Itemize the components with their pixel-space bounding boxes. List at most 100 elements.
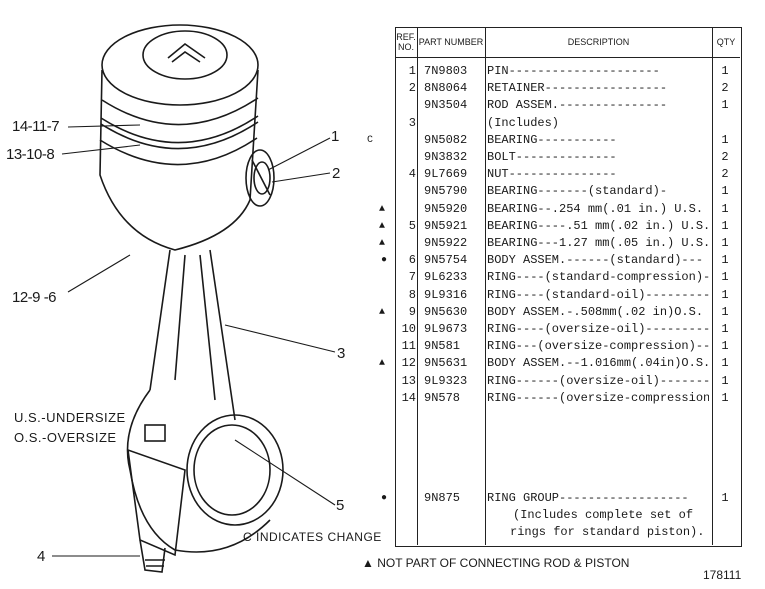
change-note: C INDICATES CHANGE <box>243 530 382 544</box>
description: RING GROUP------------------ <box>487 491 689 505</box>
ring-groove-2 <box>100 115 259 144</box>
ring-group-note-row: (Includes complete set of <box>395 507 740 524</box>
part-number: 9N5921 <box>424 218 468 233</box>
rod-shank <box>149 249 236 421</box>
quantity: 1 <box>721 339 729 354</box>
part-number: 9N5630 <box>424 304 468 319</box>
description: PIN--------------------- <box>487 64 660 78</box>
description: RING------(oversize-oil)------- <box>487 373 709 388</box>
callout-4: 4 <box>37 548 45 565</box>
description: BODY ASSEM.-.508mm(.02 in)O.S. <box>487 304 704 319</box>
change-marker: ● <box>381 255 388 267</box>
description: (Includes complete set of <box>513 508 694 522</box>
header-qty: QTY <box>716 37 736 47</box>
part-number: 9N875 <box>424 491 461 505</box>
part-number: 7N9803 <box>424 64 468 78</box>
ring-groove-1 <box>101 97 259 126</box>
quantity: 1 <box>721 304 729 319</box>
header-divider <box>395 57 740 58</box>
rod-big-end <box>186 414 284 526</box>
quantity: 2 <box>721 167 729 182</box>
quantity: 1 <box>721 287 729 302</box>
description: BEARING-------(standard)- <box>487 184 668 199</box>
description: rings for standard piston). <box>510 525 705 539</box>
quantity: 1 <box>721 132 729 147</box>
quantity: 1 <box>721 201 729 216</box>
table-row: 3 (Includes) <box>395 115 740 132</box>
ref-number: 9 <box>408 304 416 319</box>
ring-group-note-row: rings for standard piston). <box>395 524 740 541</box>
header-description: DESCRIPTION <box>567 37 630 47</box>
part-number: 9N5631 <box>424 356 468 371</box>
part-number: 9N5754 <box>424 253 468 268</box>
table-row: ▲ 9 9N5630 BODY ASSEM.-.508mm(.02 in)O.S. 1 <box>379 304 740 321</box>
table-row: 4 9L7669 NUT--------------- 2 <box>395 166 740 183</box>
leader-5 <box>234 439 336 506</box>
callout-12-9-6: 12-9 -6 <box>12 289 57 306</box>
description: BEARING--.254 mm(.01 in.) U.S. <box>487 201 704 216</box>
table-row: ● 6 9N5754 BODY ASSEM.------(standard)--- 1 <box>381 252 740 269</box>
callout-14-11-7: 14-11-7 <box>12 118 60 135</box>
part-number: 9N5790 <box>424 184 468 199</box>
quantity: 2 <box>721 81 729 96</box>
part-number: 9L7669 <box>424 167 468 182</box>
leader-3 <box>224 324 336 353</box>
ref-number: 14 <box>401 390 416 405</box>
callout-1: 1 <box>331 128 339 145</box>
ref-number: 11 <box>401 339 416 354</box>
leader-13-10-8 <box>61 144 141 155</box>
change-marker: ▲ <box>379 358 386 370</box>
ref-number: 13 <box>401 373 416 388</box>
description: BEARING---1.27 mm(.05 in.) U.S. <box>487 236 709 250</box>
part-number: 9N578 <box>424 390 461 405</box>
table-row: 14 9N578 RING------(oversize-compression)-… <box>395 390 740 407</box>
change-marker: ▲ <box>379 203 386 215</box>
quantity: 1 <box>721 236 729 250</box>
quantity: 1 <box>721 253 729 268</box>
header-part-number: PART NUMBER <box>418 37 484 47</box>
description: BODY ASSEM.------(standard)--- <box>487 253 704 268</box>
quantity: 1 <box>721 184 729 199</box>
quantity: 1 <box>721 390 729 405</box>
change-marker: ▲ <box>379 306 386 318</box>
description: RING------(oversize-compression)-- <box>487 390 709 405</box>
description: RING---(oversize-compression)-- <box>487 339 709 354</box>
parts-table: REF. NO. PART NUMBER DESCRIPTION QTY 1 7N… <box>367 27 742 547</box>
part-number: 9N5082 <box>424 132 468 147</box>
description: BEARING----------- <box>487 132 617 147</box>
leader-12-9-6 <box>67 254 131 293</box>
piston-crown <box>101 24 259 106</box>
callout-3: 3 <box>337 345 345 362</box>
col-divider <box>485 27 486 545</box>
quantity: 1 <box>721 322 729 336</box>
part-number: 9N3504 <box>424 98 468 113</box>
quantity: 1 <box>721 98 729 113</box>
ref-number: 12 <box>401 356 416 371</box>
change-marker: ▲ <box>379 238 386 249</box>
bearing-shell <box>193 424 271 516</box>
quantity: 1 <box>721 356 729 371</box>
piston-pin <box>253 161 271 195</box>
description: BEARING----.51 mm(.02 in.) U.S.- <box>487 218 709 233</box>
leader-1 <box>267 137 331 171</box>
description: NUT--------------- <box>487 167 617 182</box>
piston-rod-illustration <box>52 24 336 573</box>
ref-number: 4 <box>408 167 416 182</box>
description: RING----(standard-compression)-- <box>487 270 709 285</box>
quantity: 2 <box>721 150 729 164</box>
ring-groove-4 <box>99 137 258 166</box>
part-number: 9L9323 <box>424 373 468 388</box>
description: RING----(oversize-oil)--------- <box>487 322 709 336</box>
part-number: 9N581 <box>424 339 461 354</box>
quantity: 1 <box>721 270 729 285</box>
ref-number: 6 <box>408 253 416 268</box>
header-ref: REF. NO. <box>396 32 416 52</box>
col-divider <box>712 27 713 545</box>
